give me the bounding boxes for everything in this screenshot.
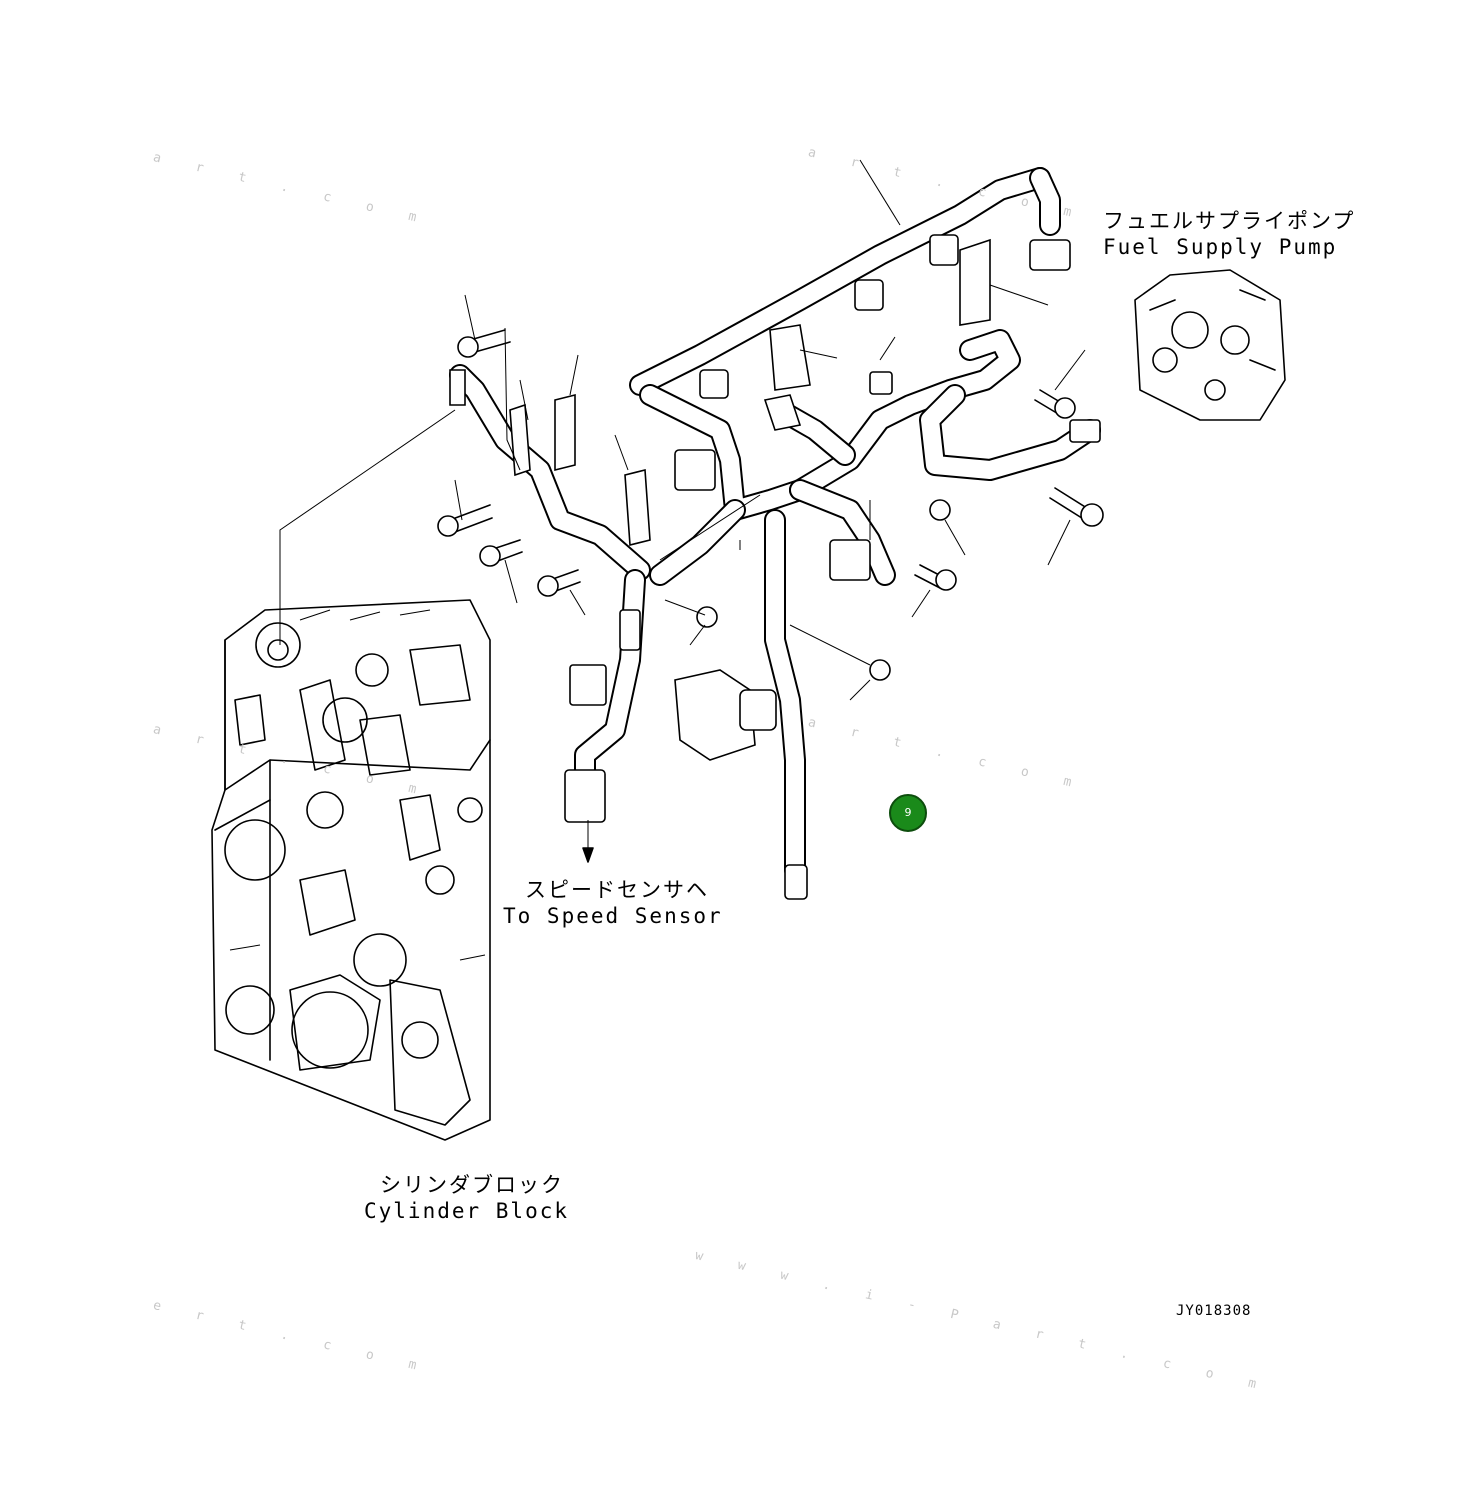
bolts-and-nuts [437,329,1104,681]
cylinder-block-label-en: Cylinder Block [364,1199,570,1223]
hotspot-marker[interactable]: 9 [889,794,927,832]
fuel-pump-label-jp: フュエルサプライポンプ [1103,209,1356,233]
fuel-pump-label-en: Fuel Supply Pump [1103,235,1338,259]
drawing-code: JY018308 [1176,1303,1252,1319]
speed-sensor-label-jp: スピードセンサヘ [525,878,709,902]
cylinder-block-label-jp: シリンダブロック [380,1173,564,1197]
speed-sensor-label-en: To Speed Sensor [503,904,723,928]
wiring-harness [449,167,1101,881]
cylinder-block-drawing [211,599,491,1141]
harness-components [449,234,1101,900]
fuel-supply-pump-drawing [1134,269,1286,421]
leader-lines [279,159,1086,863]
